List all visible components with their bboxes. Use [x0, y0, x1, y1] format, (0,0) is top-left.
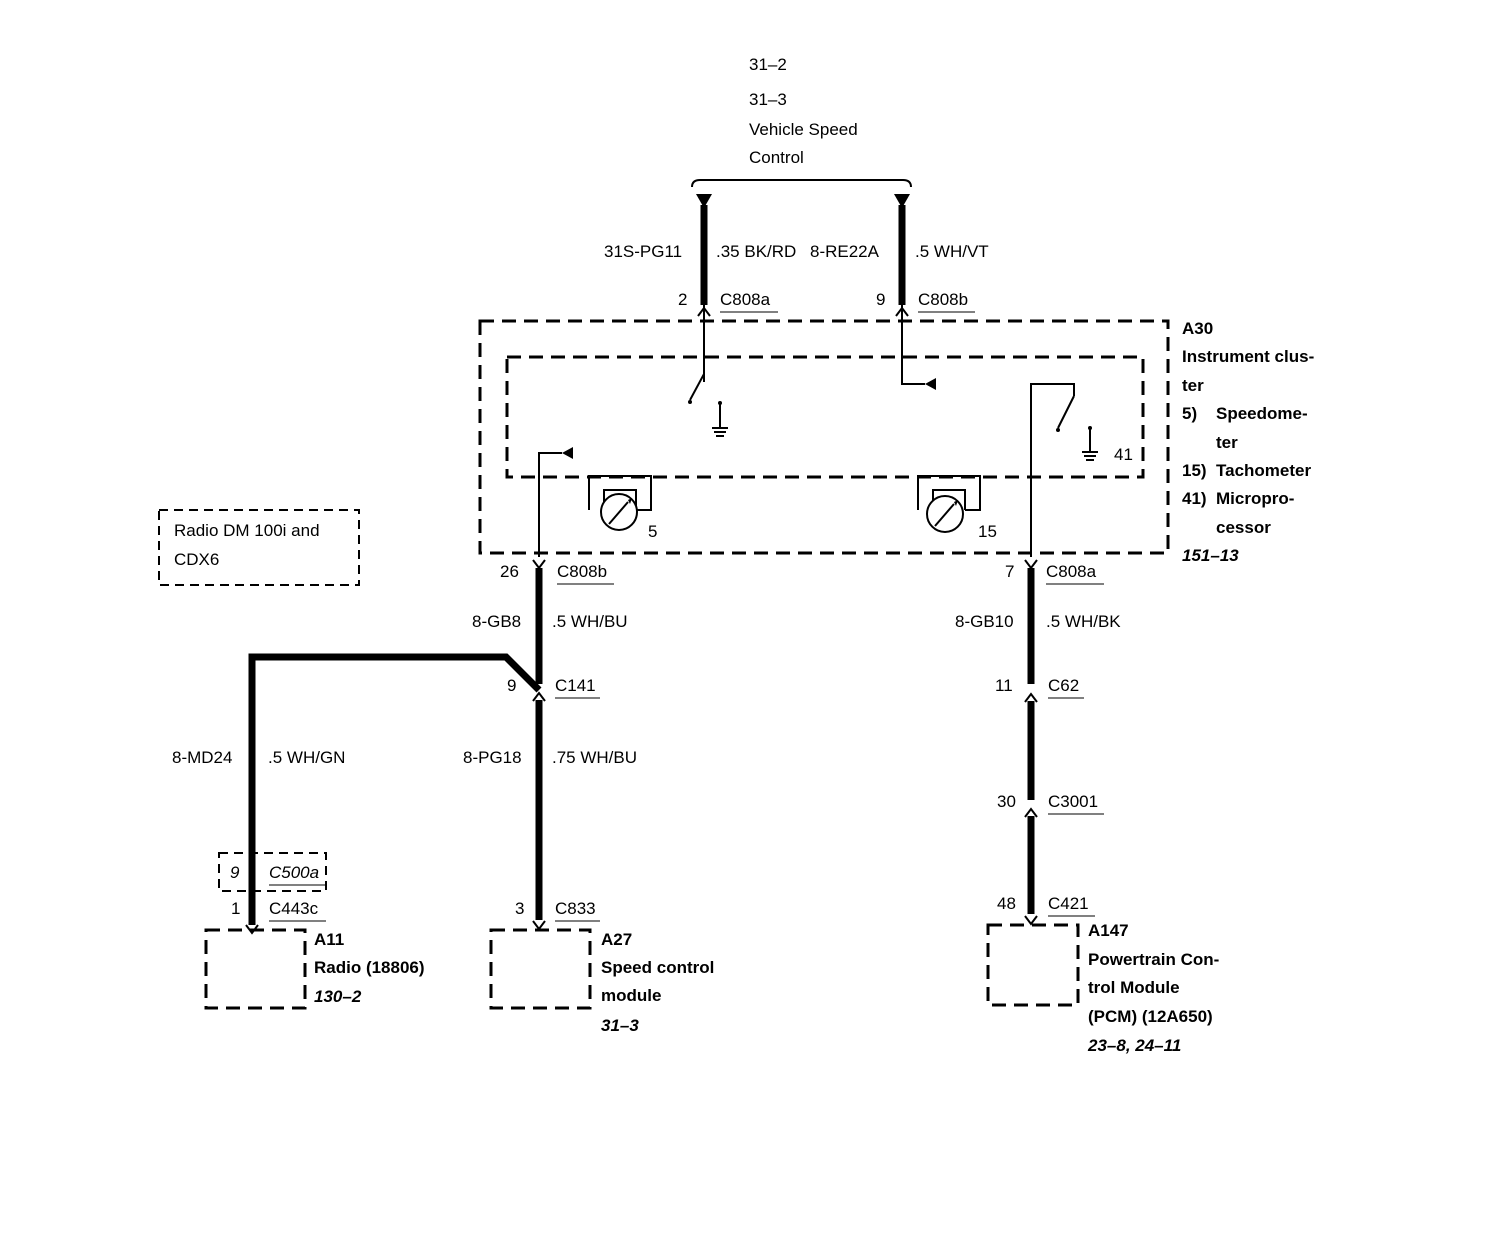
wire-spec-5-WH-GN: .5 WH/GN	[268, 748, 345, 767]
legend-item-number: 41)	[1182, 489, 1207, 508]
connector-arrow-icon	[696, 194, 712, 208]
pin-number: 9	[507, 676, 516, 695]
connector-arrow-icon	[894, 194, 910, 208]
radio-signal-wire[interactable]	[245, 653, 542, 935]
top-left-wire[interactable]	[696, 194, 712, 382]
wire-circuit-8-MD24: 8-MD24	[172, 748, 232, 767]
connector-C808a-bottom[interactable]: C808a	[1046, 562, 1097, 581]
cluster-legend: A30 Instrument clus- ter 5) Speedome- te…	[1182, 319, 1314, 565]
output-arrow-icon	[925, 378, 936, 390]
microprocessor-label: 41	[1114, 445, 1133, 464]
radio-variant-note-box	[158, 509, 360, 586]
ref-31-3[interactable]: 31–3	[749, 90, 787, 109]
ref-31-2[interactable]: 31–2	[749, 55, 787, 74]
speed-control-module-id: A27	[601, 930, 632, 949]
radio-variant-note-2: CDX6	[174, 550, 219, 569]
pin-number: 2	[678, 290, 687, 309]
wire-spec-5-WH-BU: .5 WH/BU	[552, 612, 628, 631]
legend-item-speedometer: Speedome-	[1216, 404, 1308, 423]
legend-item-tachometer: Tachometer	[1216, 461, 1311, 480]
speedometer-gauge-icon	[588, 475, 652, 531]
pcm-module-id: A147	[1088, 921, 1129, 940]
speed-control-module-ref[interactable]: 31–3	[601, 1016, 639, 1035]
radio-module-box[interactable]	[204, 928, 307, 1010]
connector-C421[interactable]: C421	[1048, 894, 1089, 913]
tachometer-label: 15	[978, 522, 997, 541]
cluster-id[interactable]: A30	[1182, 319, 1213, 338]
ground-icon	[1082, 451, 1098, 461]
cluster-name-2: ter	[1182, 376, 1204, 395]
legend-item-microprocessor-2: cessor	[1216, 518, 1271, 537]
pin-number: 48	[997, 894, 1016, 913]
wire-circuit-8-RE22A: 8-RE22A	[810, 242, 880, 261]
legend-item-number: 15)	[1182, 461, 1207, 480]
radio-module-id: A11	[314, 930, 344, 949]
pcm-module-ref[interactable]: 23–8, 24–11	[1087, 1036, 1181, 1055]
wire-circuit-31S-PG11: 31S-PG11	[604, 242, 682, 261]
legend-item-speedometer-2: ter	[1216, 433, 1238, 452]
pin-number: 3	[515, 899, 524, 918]
connector-C141[interactable]: C141	[555, 676, 596, 695]
ground-icon	[712, 427, 728, 437]
cluster-name: Instrument clus-	[1182, 347, 1314, 366]
connector-C808b-top[interactable]: C808b	[918, 290, 968, 309]
wire-spec-5-WH-VT: .5 WH/VT	[915, 242, 989, 261]
brace-bracket	[691, 179, 912, 188]
wire-spec-75-WH-BU: .75 WH/BU	[552, 748, 637, 767]
connector-C62[interactable]: C62	[1048, 676, 1079, 695]
connector-C808b-bottom[interactable]: C808b	[557, 562, 607, 581]
pin-number: 9	[230, 863, 240, 882]
speed-signal-wire[interactable]	[532, 559, 546, 931]
optional-connector-box	[218, 852, 327, 892]
pin-number: 7	[1005, 562, 1014, 581]
output-arrow-icon	[562, 447, 573, 459]
instrument-cluster-box[interactable]	[478, 319, 1170, 555]
switch-icon	[688, 370, 722, 428]
connector-C3001[interactable]: C3001	[1048, 792, 1098, 811]
pin-number: 11	[995, 676, 1013, 695]
speedometer-label: 5	[648, 522, 657, 541]
connector-C808a-top[interactable]: C808a	[720, 290, 771, 309]
wire-circuit-8-PG18: 8-PG18	[463, 748, 522, 767]
top-reference-block: 31–2 31–3 Vehicle Speed Control	[691, 55, 912, 188]
top-right-wire[interactable]	[894, 194, 936, 390]
pcm-signal-wire[interactable]	[1024, 559, 1038, 926]
pin-number: 9	[876, 290, 885, 309]
pcm-module-name-2: trol Module	[1088, 978, 1180, 997]
connector-C833[interactable]: C833	[555, 899, 596, 918]
connector-C500a[interactable]: C500a	[269, 863, 319, 882]
wire-spec-5-WH-BK: .5 WH/BK	[1046, 612, 1121, 631]
vehicle-speed-control-label-2: Control	[749, 148, 804, 167]
radio-module-ref[interactable]: 130–2	[314, 987, 362, 1006]
pin-number: 1	[231, 899, 240, 918]
radio-module-name: Radio (18806)	[314, 958, 425, 977]
connector-C443c[interactable]: C443c	[269, 899, 319, 918]
wire-circuit-8-GB8: 8-GB8	[472, 612, 521, 631]
pin-number: 30	[997, 792, 1016, 811]
pin-number: 26	[500, 562, 519, 581]
legend-item-number: 5)	[1182, 404, 1197, 423]
speed-control-module-name: Speed control	[601, 958, 714, 977]
radio-variant-note: Radio DM 100i and	[174, 521, 320, 540]
speed-control-module-name-2: module	[601, 986, 661, 1005]
tachometer-gauge-icon	[917, 475, 981, 533]
wire-circuit-8-GB10: 8-GB10	[955, 612, 1014, 631]
pcm-module-box[interactable]	[986, 923, 1080, 1007]
pcm-module-name-3: (PCM) (12A650)	[1088, 1007, 1213, 1026]
cluster-page-ref[interactable]: 151–13	[1182, 546, 1239, 565]
speed-control-module-box[interactable]	[489, 928, 592, 1010]
legend-item-microprocessor: Micropro-	[1216, 489, 1294, 508]
pcm-module-name: Powertrain Con-	[1088, 950, 1219, 969]
switch-icon	[1030, 383, 1092, 557]
wire-spec-35-BK-RD: .35 BK/RD	[716, 242, 796, 261]
vehicle-speed-control-label: Vehicle Speed	[749, 120, 858, 139]
